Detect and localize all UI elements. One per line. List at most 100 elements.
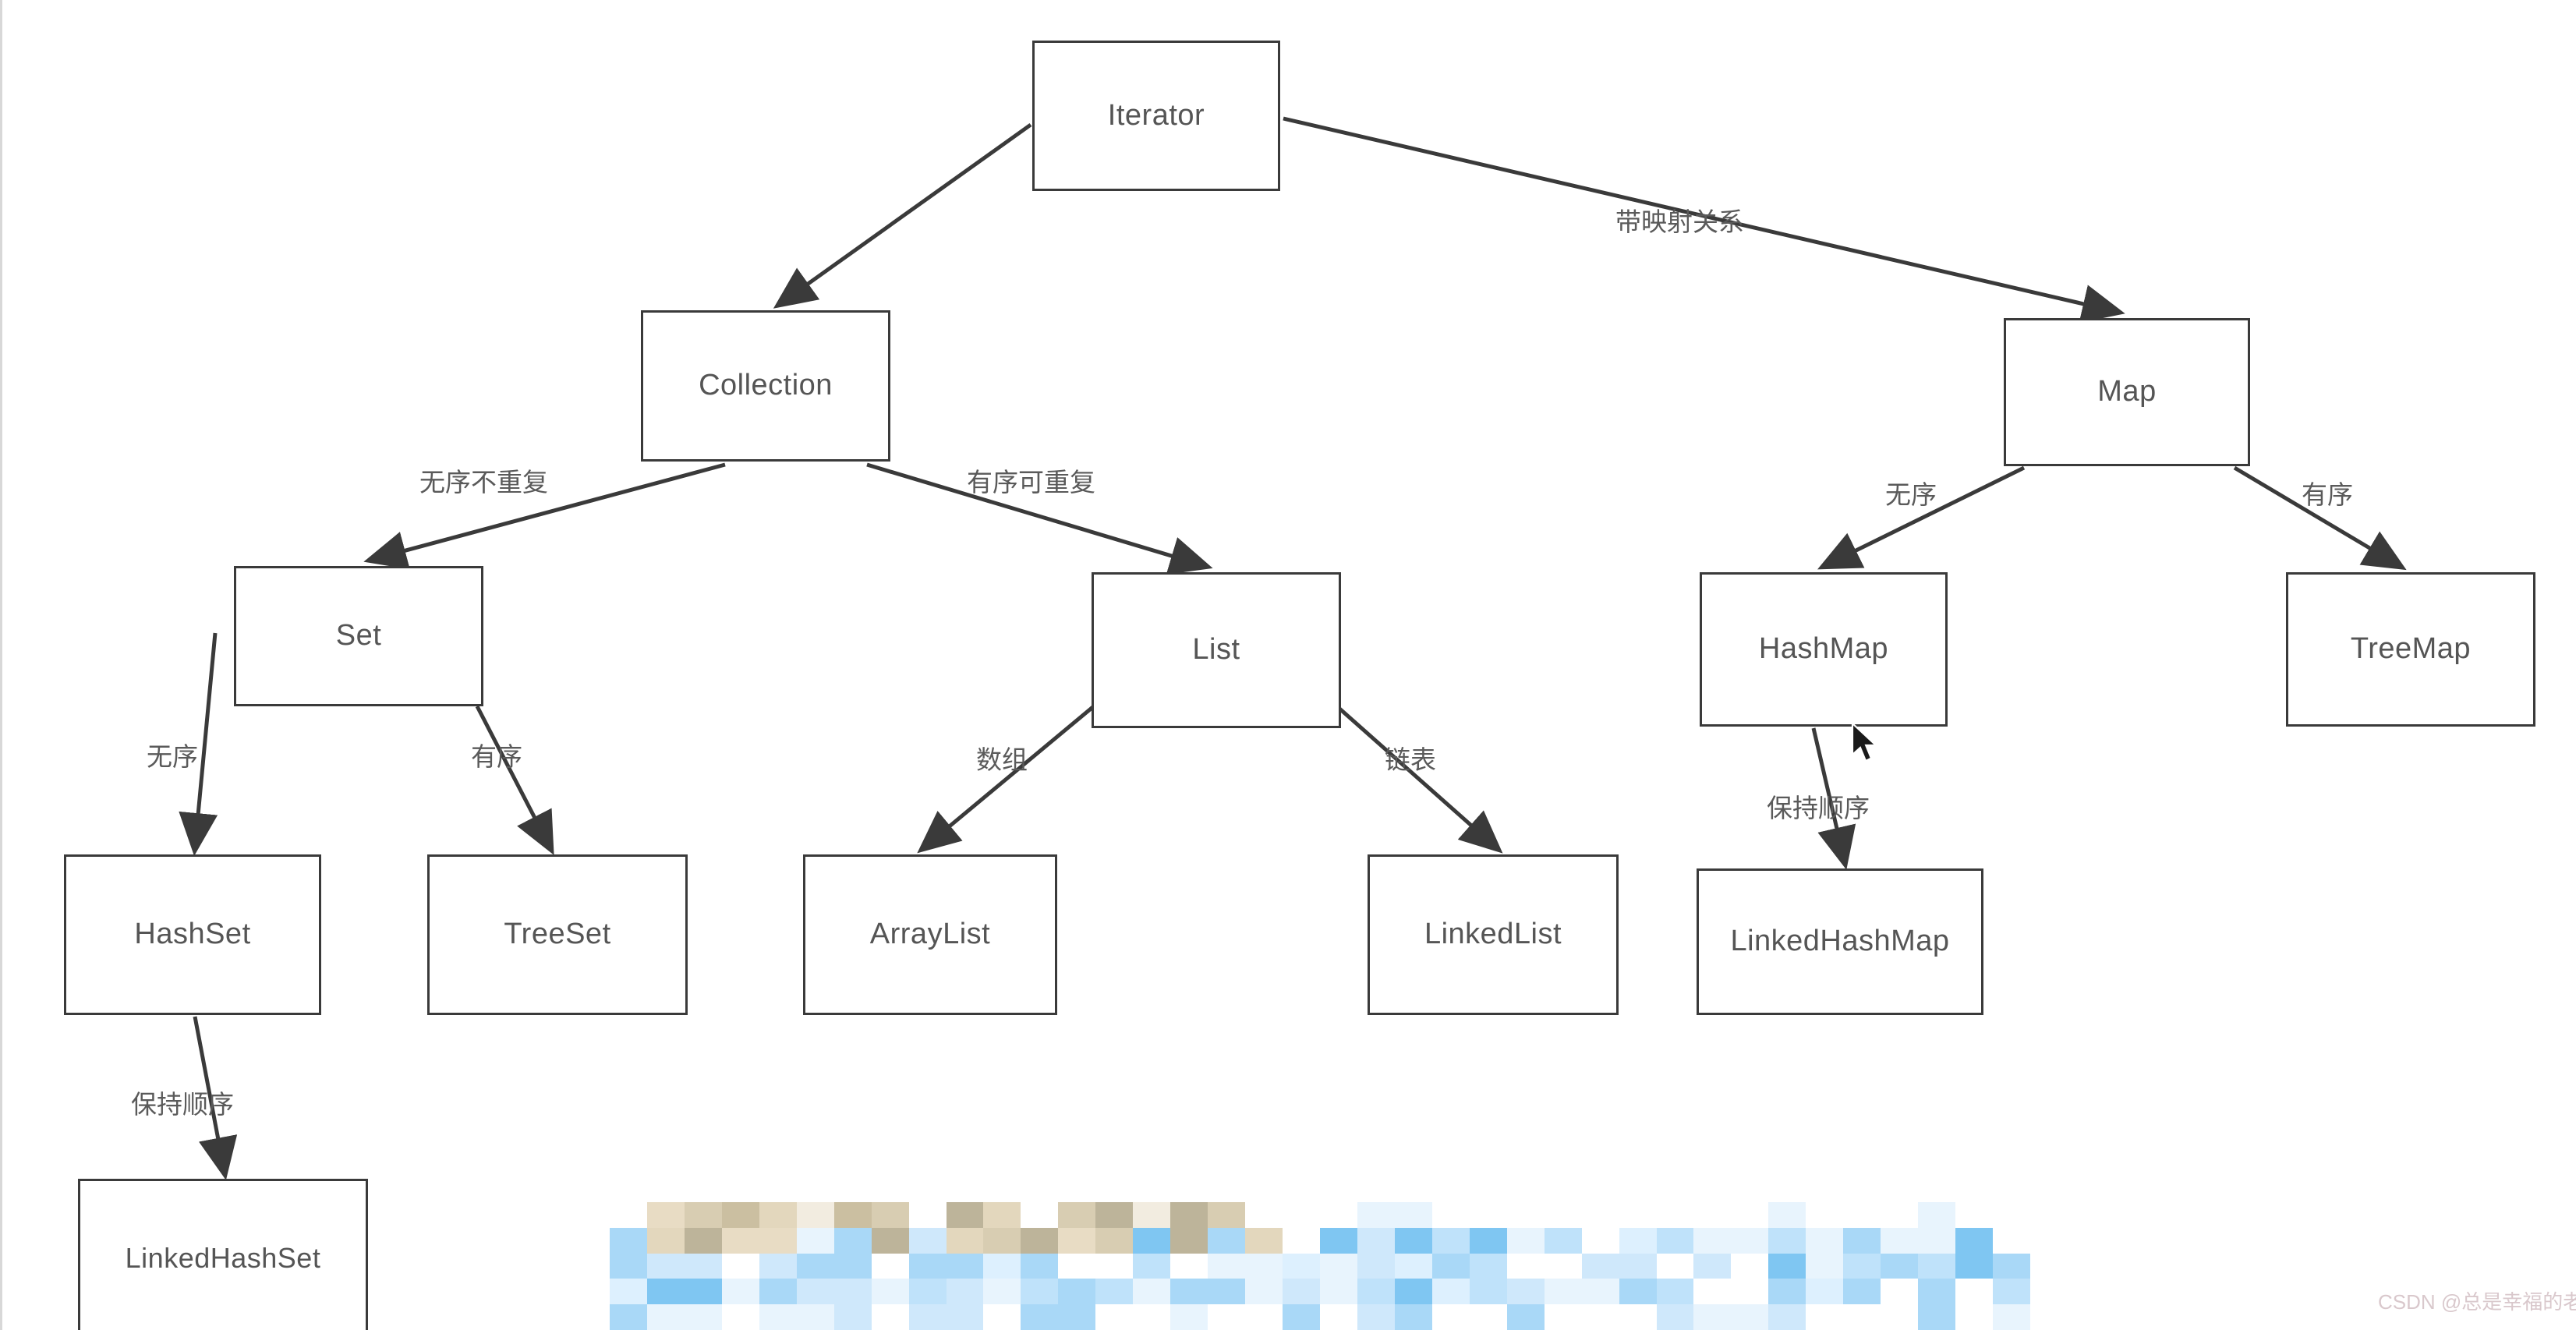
mosaic-cell (1806, 1279, 1844, 1305)
mosaic-cell (1768, 1202, 1806, 1228)
node-set[interactable]: Set (234, 566, 483, 706)
mosaic-cell (1431, 1304, 1470, 1330)
mosaic-cell (1881, 1279, 1919, 1305)
mosaic-cell (1955, 1279, 1994, 1305)
mosaic-cell (610, 1279, 647, 1305)
mosaic-cell (1768, 1227, 1806, 1254)
mosaic-cell (721, 1279, 759, 1305)
node-linkedhashmap[interactable]: LinkedHashMap (1697, 868, 1983, 1015)
mosaic-cell (1133, 1202, 1171, 1228)
mosaic-cell (1619, 1279, 1657, 1305)
mosaic-cell (908, 1279, 947, 1305)
mosaic-cell (1843, 1227, 1881, 1254)
mosaic-cell (1357, 1279, 1395, 1305)
mosaic-cell (1619, 1202, 1657, 1228)
node-hashmap[interactable]: HashMap (1700, 572, 1948, 727)
mosaic-cell (1693, 1279, 1732, 1305)
mosaic-cell (1320, 1279, 1357, 1305)
mosaic-cell (1283, 1304, 1320, 1330)
mosaic-cell (1021, 1202, 1059, 1228)
mosaic-cell (721, 1304, 759, 1330)
mosaic-cell (1133, 1227, 1171, 1254)
mosaic-cell (833, 1202, 872, 1228)
mosaic-cell (1544, 1279, 1582, 1305)
mosaic-cell (1806, 1227, 1844, 1254)
mosaic-cell (1619, 1227, 1657, 1254)
mosaic-cell (1693, 1304, 1732, 1330)
mosaic-cell (646, 1253, 685, 1279)
node-collection[interactable]: Collection (641, 310, 890, 462)
mosaic-cell (1283, 1202, 1320, 1228)
edge-map-hashmap (1817, 465, 2026, 570)
mosaic-cell (1581, 1279, 1619, 1305)
mosaic-cell (833, 1279, 872, 1305)
mosaic-cell (1431, 1202, 1470, 1228)
node-iterator[interactable]: Iterator (1032, 41, 1280, 191)
mosaic-cell (1431, 1227, 1470, 1254)
mosaic-cell (1469, 1253, 1507, 1279)
mosaic-cell (1357, 1202, 1395, 1228)
mosaic-cell (1806, 1202, 1844, 1228)
mosaic-cell (1208, 1304, 1246, 1330)
mosaic-cell (1656, 1202, 1694, 1228)
mosaic-cell (983, 1227, 1021, 1254)
edge-label-set-hashset: 无序 (147, 742, 198, 771)
mosaic-cell (1394, 1202, 1432, 1228)
mosaic-cell (1918, 1202, 1956, 1228)
mosaic-cell (1693, 1202, 1732, 1228)
node-treemap[interactable]: TreeMap (2286, 572, 2535, 727)
mosaic-cell (646, 1227, 685, 1254)
mosaic-cell (1806, 1253, 1844, 1279)
node-arraylist[interactable]: ArrayList (803, 854, 1057, 1015)
mosaic-cell (1170, 1227, 1208, 1254)
mosaic-cell (1469, 1304, 1507, 1330)
mosaic-cell (833, 1253, 872, 1279)
mosaic-cell (908, 1304, 947, 1330)
mosaic-cell (610, 1253, 647, 1279)
mosaic-cell (1208, 1227, 1246, 1254)
node-map[interactable]: Map (2004, 318, 2250, 466)
node-treeset[interactable]: TreeSet (427, 854, 688, 1015)
node-list[interactable]: List (1092, 572, 1341, 728)
mosaic-cell (1208, 1253, 1246, 1279)
mosaic-cell (1095, 1279, 1134, 1305)
mosaic-cell (1955, 1202, 1994, 1228)
mosaic-cell (1320, 1304, 1357, 1330)
mosaic-cell (871, 1202, 909, 1228)
mosaic-cell (1731, 1279, 1769, 1305)
node-linkedhashset[interactable]: LinkedHashSet (78, 1179, 368, 1330)
mosaic-cell (684, 1304, 722, 1330)
mosaic-cell (684, 1253, 722, 1279)
mosaic-cell (946, 1304, 984, 1330)
mosaic-cell (946, 1253, 984, 1279)
mosaic-cell (1021, 1279, 1059, 1305)
mosaic-cell (871, 1227, 909, 1254)
mosaic-cell (1918, 1304, 1956, 1330)
watermark-text: CSDN @总是幸福的老豌豆 (2378, 1290, 2576, 1314)
node-hashset[interactable]: HashSet (64, 854, 321, 1015)
mosaic-cell (1843, 1202, 1881, 1228)
mosaic-cell (1506, 1279, 1545, 1305)
edge-label-list-arraylist: 数组 (976, 745, 1028, 774)
mosaic-cell (983, 1304, 1021, 1330)
node-linkedlist[interactable]: LinkedList (1368, 854, 1619, 1015)
edge-list-arraylist (917, 700, 1101, 854)
mosaic-cell (1656, 1227, 1694, 1254)
mosaic-cell (1469, 1202, 1507, 1228)
mosaic-cell (871, 1253, 909, 1279)
mosaic-cell (1843, 1253, 1881, 1279)
mosaic-cell (1918, 1227, 1956, 1254)
mosaic-cell (1993, 1202, 2030, 1228)
mosaic-cell (1245, 1227, 1283, 1254)
edge-set-hashset (179, 632, 218, 856)
mosaic-cell (1095, 1253, 1134, 1279)
mosaic-cell (908, 1227, 947, 1254)
mosaic-cell (1506, 1253, 1545, 1279)
edge-list-linkedlist (1330, 700, 1503, 854)
mosaic-cell (1357, 1227, 1395, 1254)
edge-hashset-linkedhashset (193, 1016, 238, 1180)
mosaic-cell (1058, 1202, 1096, 1228)
mosaic-cell (1208, 1279, 1246, 1305)
mosaic-cell (1656, 1253, 1694, 1279)
mosaic-cell (1394, 1304, 1432, 1330)
